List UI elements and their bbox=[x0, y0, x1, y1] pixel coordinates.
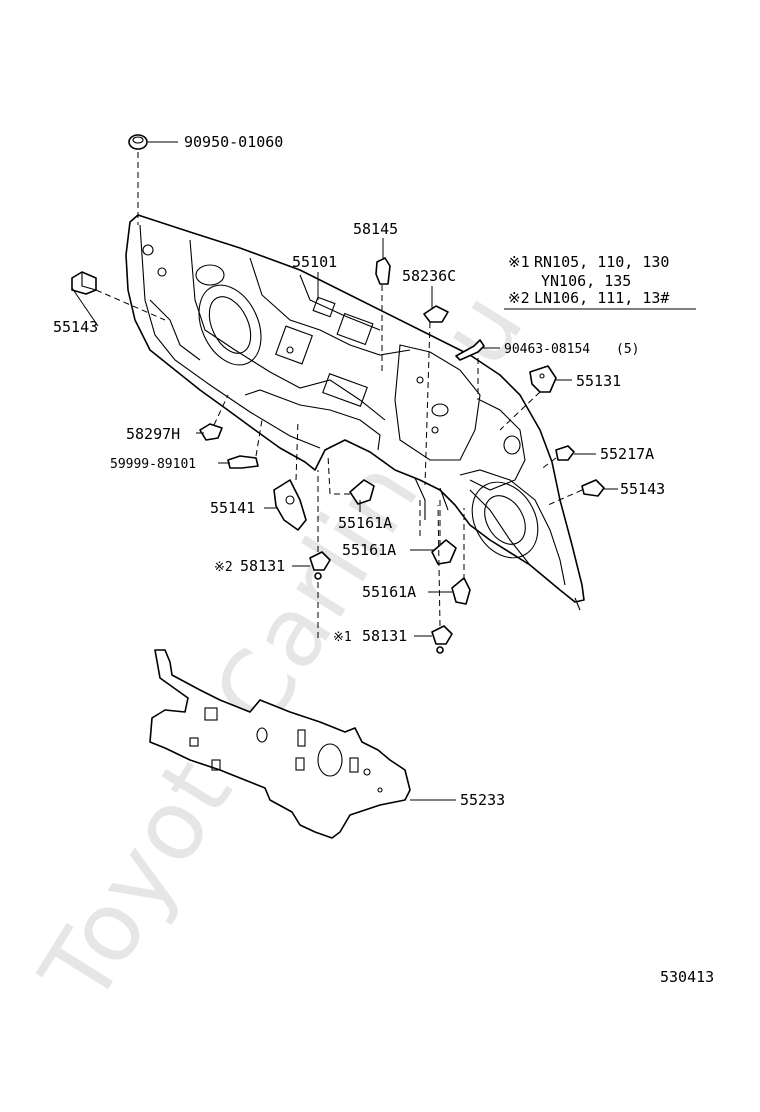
dash-panel bbox=[125, 214, 585, 611]
bolt-90463 bbox=[455, 339, 485, 361]
label-58131-2-mark: ※2 bbox=[214, 560, 233, 575]
label-55141: 55141 bbox=[210, 499, 255, 517]
label-58297h: 58297H bbox=[126, 425, 180, 443]
label-55161a-1: 55161A bbox=[338, 514, 392, 532]
clip-55161a-2 bbox=[431, 539, 457, 565]
clip-55143-left bbox=[71, 271, 97, 295]
wire-59999 bbox=[227, 455, 259, 469]
label-55233: 55233 bbox=[460, 791, 505, 809]
label-55101: 55101 bbox=[292, 253, 337, 271]
label-55217a: 55217A bbox=[600, 445, 654, 463]
label-90463-qty: (5) bbox=[616, 342, 639, 357]
clip-55217a bbox=[555, 445, 575, 461]
label-55143-right: 55143 bbox=[620, 480, 665, 498]
label-55131: 55131 bbox=[576, 372, 621, 390]
legend-mark-1: ※1 bbox=[508, 253, 530, 271]
label-55143-left: 55143 bbox=[53, 318, 98, 336]
label-58145: 58145 bbox=[353, 220, 398, 238]
leader-lines bbox=[71, 141, 618, 801]
label-55161a-2: 55161A bbox=[342, 541, 396, 559]
label-58131-1-mark: ※1 bbox=[333, 630, 352, 645]
clip-58131-1 bbox=[431, 625, 453, 654]
label-55161a-3: 55161A bbox=[362, 583, 416, 601]
legend-line-1: RN105, 110, 130 bbox=[534, 253, 669, 271]
legend-line-2: YN106, 135 bbox=[541, 272, 631, 290]
label-59999-89101: 59999-89101 bbox=[110, 457, 196, 472]
diagram-code: 530413 bbox=[660, 968, 714, 986]
label-90463-08154: 90463-08154 bbox=[504, 342, 590, 357]
label-58131-2: 58131 bbox=[240, 557, 285, 575]
legend: ※1 RN105, 110, 130 YN106, 135 ※2 LN106, … bbox=[504, 253, 696, 310]
legend-mark-2: ※2 bbox=[508, 289, 530, 307]
clip-55143-right bbox=[581, 479, 605, 497]
clip-58131-2 bbox=[309, 551, 331, 580]
clip-58297h bbox=[199, 423, 223, 441]
label-58236c: 58236C bbox=[402, 267, 456, 285]
assembly-lines bbox=[95, 152, 583, 640]
label-58131-1: 58131 bbox=[362, 627, 407, 645]
legend-line-3: LN106, 111, 13# bbox=[534, 289, 669, 307]
grommet-90950 bbox=[128, 134, 148, 150]
silencer-pad bbox=[149, 649, 411, 839]
clip-58236c bbox=[423, 305, 449, 323]
plate-55131 bbox=[529, 365, 557, 393]
clip-58145 bbox=[375, 257, 391, 285]
bracket-55141 bbox=[273, 479, 307, 531]
clip-55161a-3 bbox=[451, 577, 471, 605]
label-90950-01060: 90950-01060 bbox=[184, 133, 283, 151]
clip-55161a-1 bbox=[349, 479, 375, 505]
